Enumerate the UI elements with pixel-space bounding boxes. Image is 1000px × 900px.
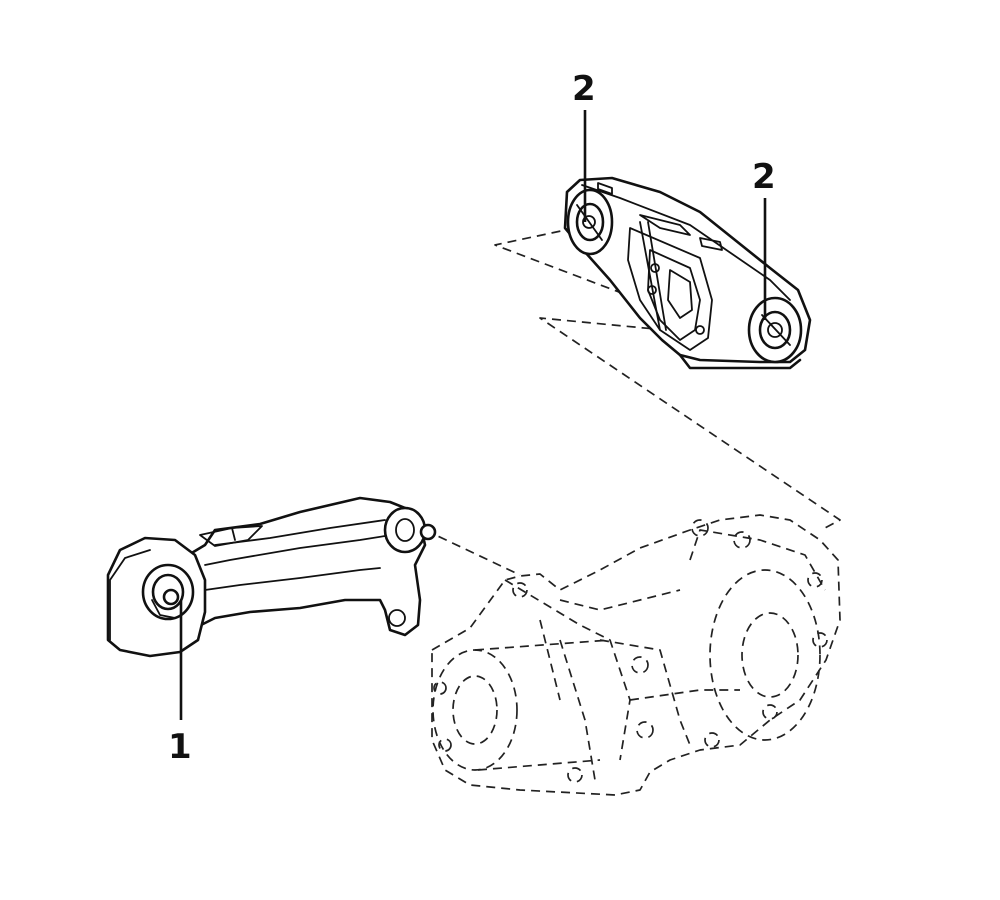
rear-mount-bracket-icon [106,496,437,658]
assembly-guide-lines [424,227,841,576]
callout-2a: 2 [572,69,596,109]
crossmember-mount-bracket-icon [563,176,812,370]
callout-1: 1 [168,727,192,767]
callout-2b: 2 [752,157,776,197]
transfer-case-phantom-icon [431,514,841,796]
